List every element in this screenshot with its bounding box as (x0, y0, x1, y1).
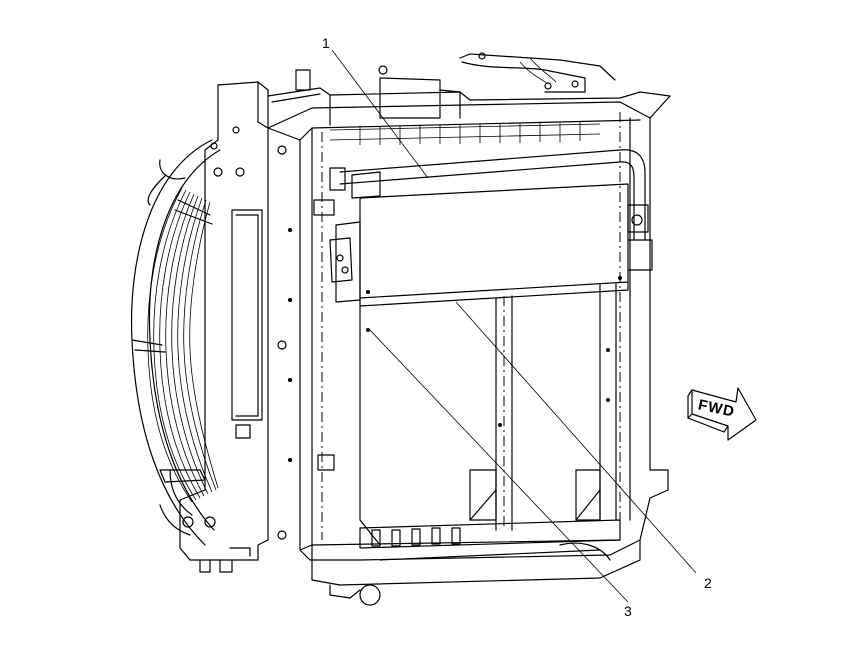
forward-direction-arrow: FWD (687, 387, 757, 441)
bottom-base (311, 519, 641, 606)
callout-3: 3 (624, 603, 632, 619)
upper-tube (329, 149, 653, 271)
leader-lines (331, 49, 697, 603)
lower-bracket (359, 283, 617, 546)
left-side-plate (179, 81, 269, 573)
main-frame (267, 52, 671, 561)
panel (335, 183, 629, 307)
left-mounting-hardware (277, 145, 353, 540)
callout-1: 1 (322, 35, 330, 51)
callout-2: 2 (704, 575, 712, 591)
wire-coil (147, 187, 219, 503)
fan-shroud (130, 139, 221, 546)
